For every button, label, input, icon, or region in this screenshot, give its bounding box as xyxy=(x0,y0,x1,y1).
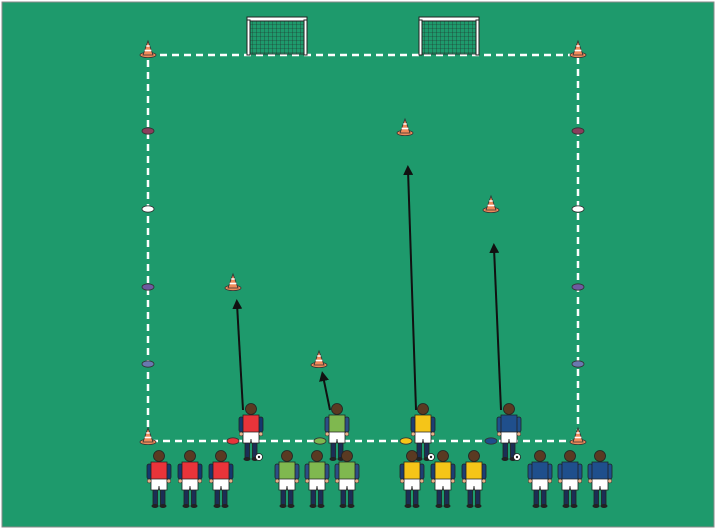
goal xyxy=(247,17,307,55)
start-disc xyxy=(314,438,326,444)
start-disc xyxy=(227,438,239,444)
disc-marker xyxy=(142,361,154,367)
disc-marker xyxy=(572,128,584,134)
start-disc xyxy=(400,438,412,444)
start-disc xyxy=(485,438,497,444)
goal xyxy=(419,17,479,55)
disc-marker xyxy=(142,206,154,212)
disc-marker xyxy=(572,206,584,212)
disc-marker xyxy=(572,284,584,290)
disc-marker xyxy=(142,284,154,290)
disc-marker xyxy=(142,128,154,134)
disc-marker xyxy=(572,361,584,367)
